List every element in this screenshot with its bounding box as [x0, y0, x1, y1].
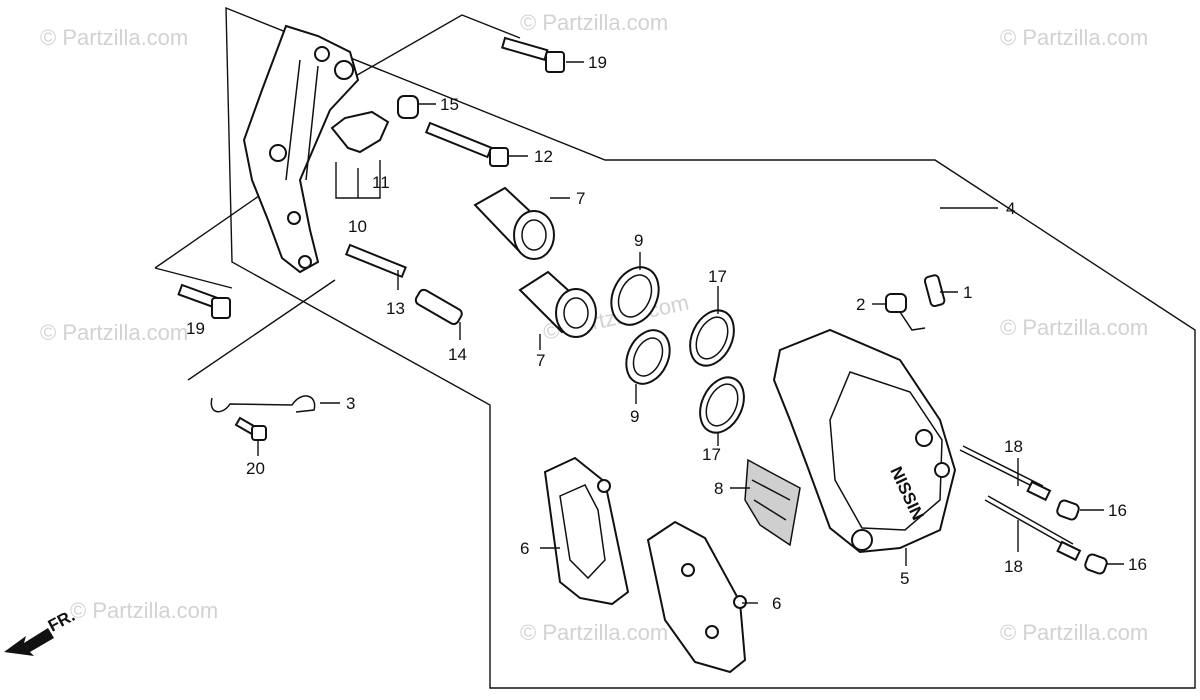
- part-label: 20: [246, 459, 265, 478]
- part-label: 17: [708, 267, 727, 286]
- bracket-leader: [154, 267, 233, 289]
- pin-12: [424, 121, 509, 167]
- part-label: 19: [186, 319, 205, 338]
- part-label: 7: [536, 351, 545, 370]
- bolt-19-top: [501, 36, 565, 73]
- plug-16-upper: [1056, 499, 1080, 521]
- piston-seal-9-lower: [625, 329, 671, 385]
- watermark: © Partzilla.com: [40, 25, 188, 50]
- part-label: 10: [348, 217, 367, 236]
- watermark: © Partzilla.com: [520, 620, 668, 645]
- part-label: 1: [963, 283, 972, 302]
- dust-seal-17-lower: [699, 376, 745, 434]
- brake-pad-right: [646, 520, 747, 674]
- bolt-14: [414, 288, 463, 326]
- part-label: 14: [448, 345, 467, 364]
- part-label: 13: [386, 299, 405, 318]
- pad-spring: [330, 110, 390, 154]
- part-label: 18: [1004, 437, 1023, 456]
- part-label: 6: [772, 594, 781, 613]
- part-label: 9: [630, 407, 639, 426]
- part-label: 11: [372, 173, 390, 192]
- bracket-group-outline: [351, 14, 521, 79]
- bleeder-screw: [923, 274, 946, 308]
- part-label: 2: [856, 295, 865, 314]
- watermark: © Partzilla.com: [1000, 620, 1148, 645]
- front-direction-indicator: FR.: [4, 606, 78, 656]
- part-label: 3: [346, 394, 355, 413]
- pad-pin-upper: [959, 445, 1052, 502]
- pad-shim: [744, 458, 801, 547]
- caliper-body: NISSIN: [772, 328, 957, 554]
- leader-lines: [257, 61, 1124, 604]
- assembly-outline: [225, 6, 1196, 689]
- watermark: © Partzilla.com: [40, 320, 188, 345]
- part-label: 16: [1128, 555, 1147, 574]
- piston-upper: [473, 186, 555, 260]
- part-label: 12: [534, 147, 553, 166]
- pin-13: [344, 243, 407, 279]
- part-label: 18: [1004, 557, 1023, 576]
- part-label: 5: [900, 569, 909, 588]
- part-label: 16: [1108, 501, 1127, 520]
- part-label: 17: [702, 445, 721, 464]
- bleeder-cap: [885, 293, 926, 331]
- part-label: 9: [634, 231, 643, 250]
- part-labels: 1 2 3 4 5 6 6 7 7 8 9 9 10 11 12 13 14 1…: [186, 53, 1147, 613]
- watermark: © Partzilla.com: [1000, 25, 1148, 50]
- watermark: © Partzilla.com: [520, 10, 668, 35]
- part-label: 19: [588, 53, 607, 72]
- part-label: 7: [576, 189, 585, 208]
- pad-pin-lower: [984, 495, 1082, 562]
- bolt-19-left: [177, 283, 231, 319]
- brake-pad-left: [543, 456, 630, 606]
- bolt-20: [234, 416, 267, 441]
- pad-spring-3: [210, 395, 316, 413]
- dust-seal-17-upper: [689, 309, 735, 367]
- piston-seal-9-upper: [610, 266, 660, 326]
- watermark: © Partzilla.com: [1000, 315, 1148, 340]
- plug-16-lower: [1084, 553, 1108, 575]
- watermark: © Partzilla.com: [70, 598, 218, 623]
- part-label: 4: [1006, 199, 1015, 218]
- pin-plug-15: [397, 95, 419, 119]
- part-label: 8: [714, 479, 723, 498]
- front-arrow-icon: [4, 628, 54, 656]
- part-label: 6: [520, 539, 529, 558]
- piston-lower: [518, 270, 597, 338]
- part-label: 15: [440, 95, 459, 114]
- spring-leader: [187, 279, 336, 381]
- caliper-bracket: [242, 24, 360, 274]
